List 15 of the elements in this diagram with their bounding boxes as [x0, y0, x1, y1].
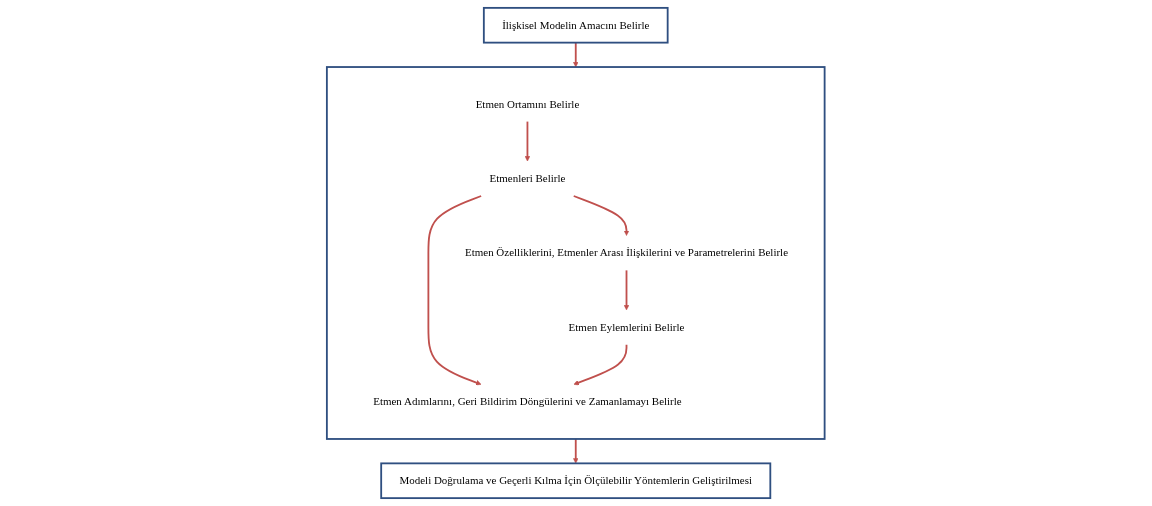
- arrow: [573, 343, 628, 386]
- arrow: [525, 120, 531, 162]
- node-box: İlişkisel Modelin Amacını Belirle: [483, 6, 669, 44]
- arrow: [573, 41, 579, 68]
- node-text: Etmen Ortamını Belirle: [475, 97, 580, 111]
- cluster: [326, 66, 826, 440]
- arrow: [427, 195, 483, 386]
- node-box: Modeli Doğrulama ve Geçerli Kılma İçin Ölçülebilir Yöntemlerin Geliştirilmesi: [380, 462, 772, 500]
- arrow: [573, 438, 579, 464]
- node-text: Etmenleri Belirle: [489, 172, 566, 185]
- arrow: [624, 269, 630, 311]
- node-text: Etmen Özelliklerini, Etmenler Arası İlişkilerini ve Parametrelerini Belirle: [465, 246, 789, 259]
- node-text: Etmen Adımlarını, Geri Bildirim Döngülerini ve Zamanlamayı Belirle: [373, 395, 682, 408]
- arrow: [573, 195, 630, 236]
- node-text: Etmen Eylemlerini Belirle: [568, 320, 685, 334]
